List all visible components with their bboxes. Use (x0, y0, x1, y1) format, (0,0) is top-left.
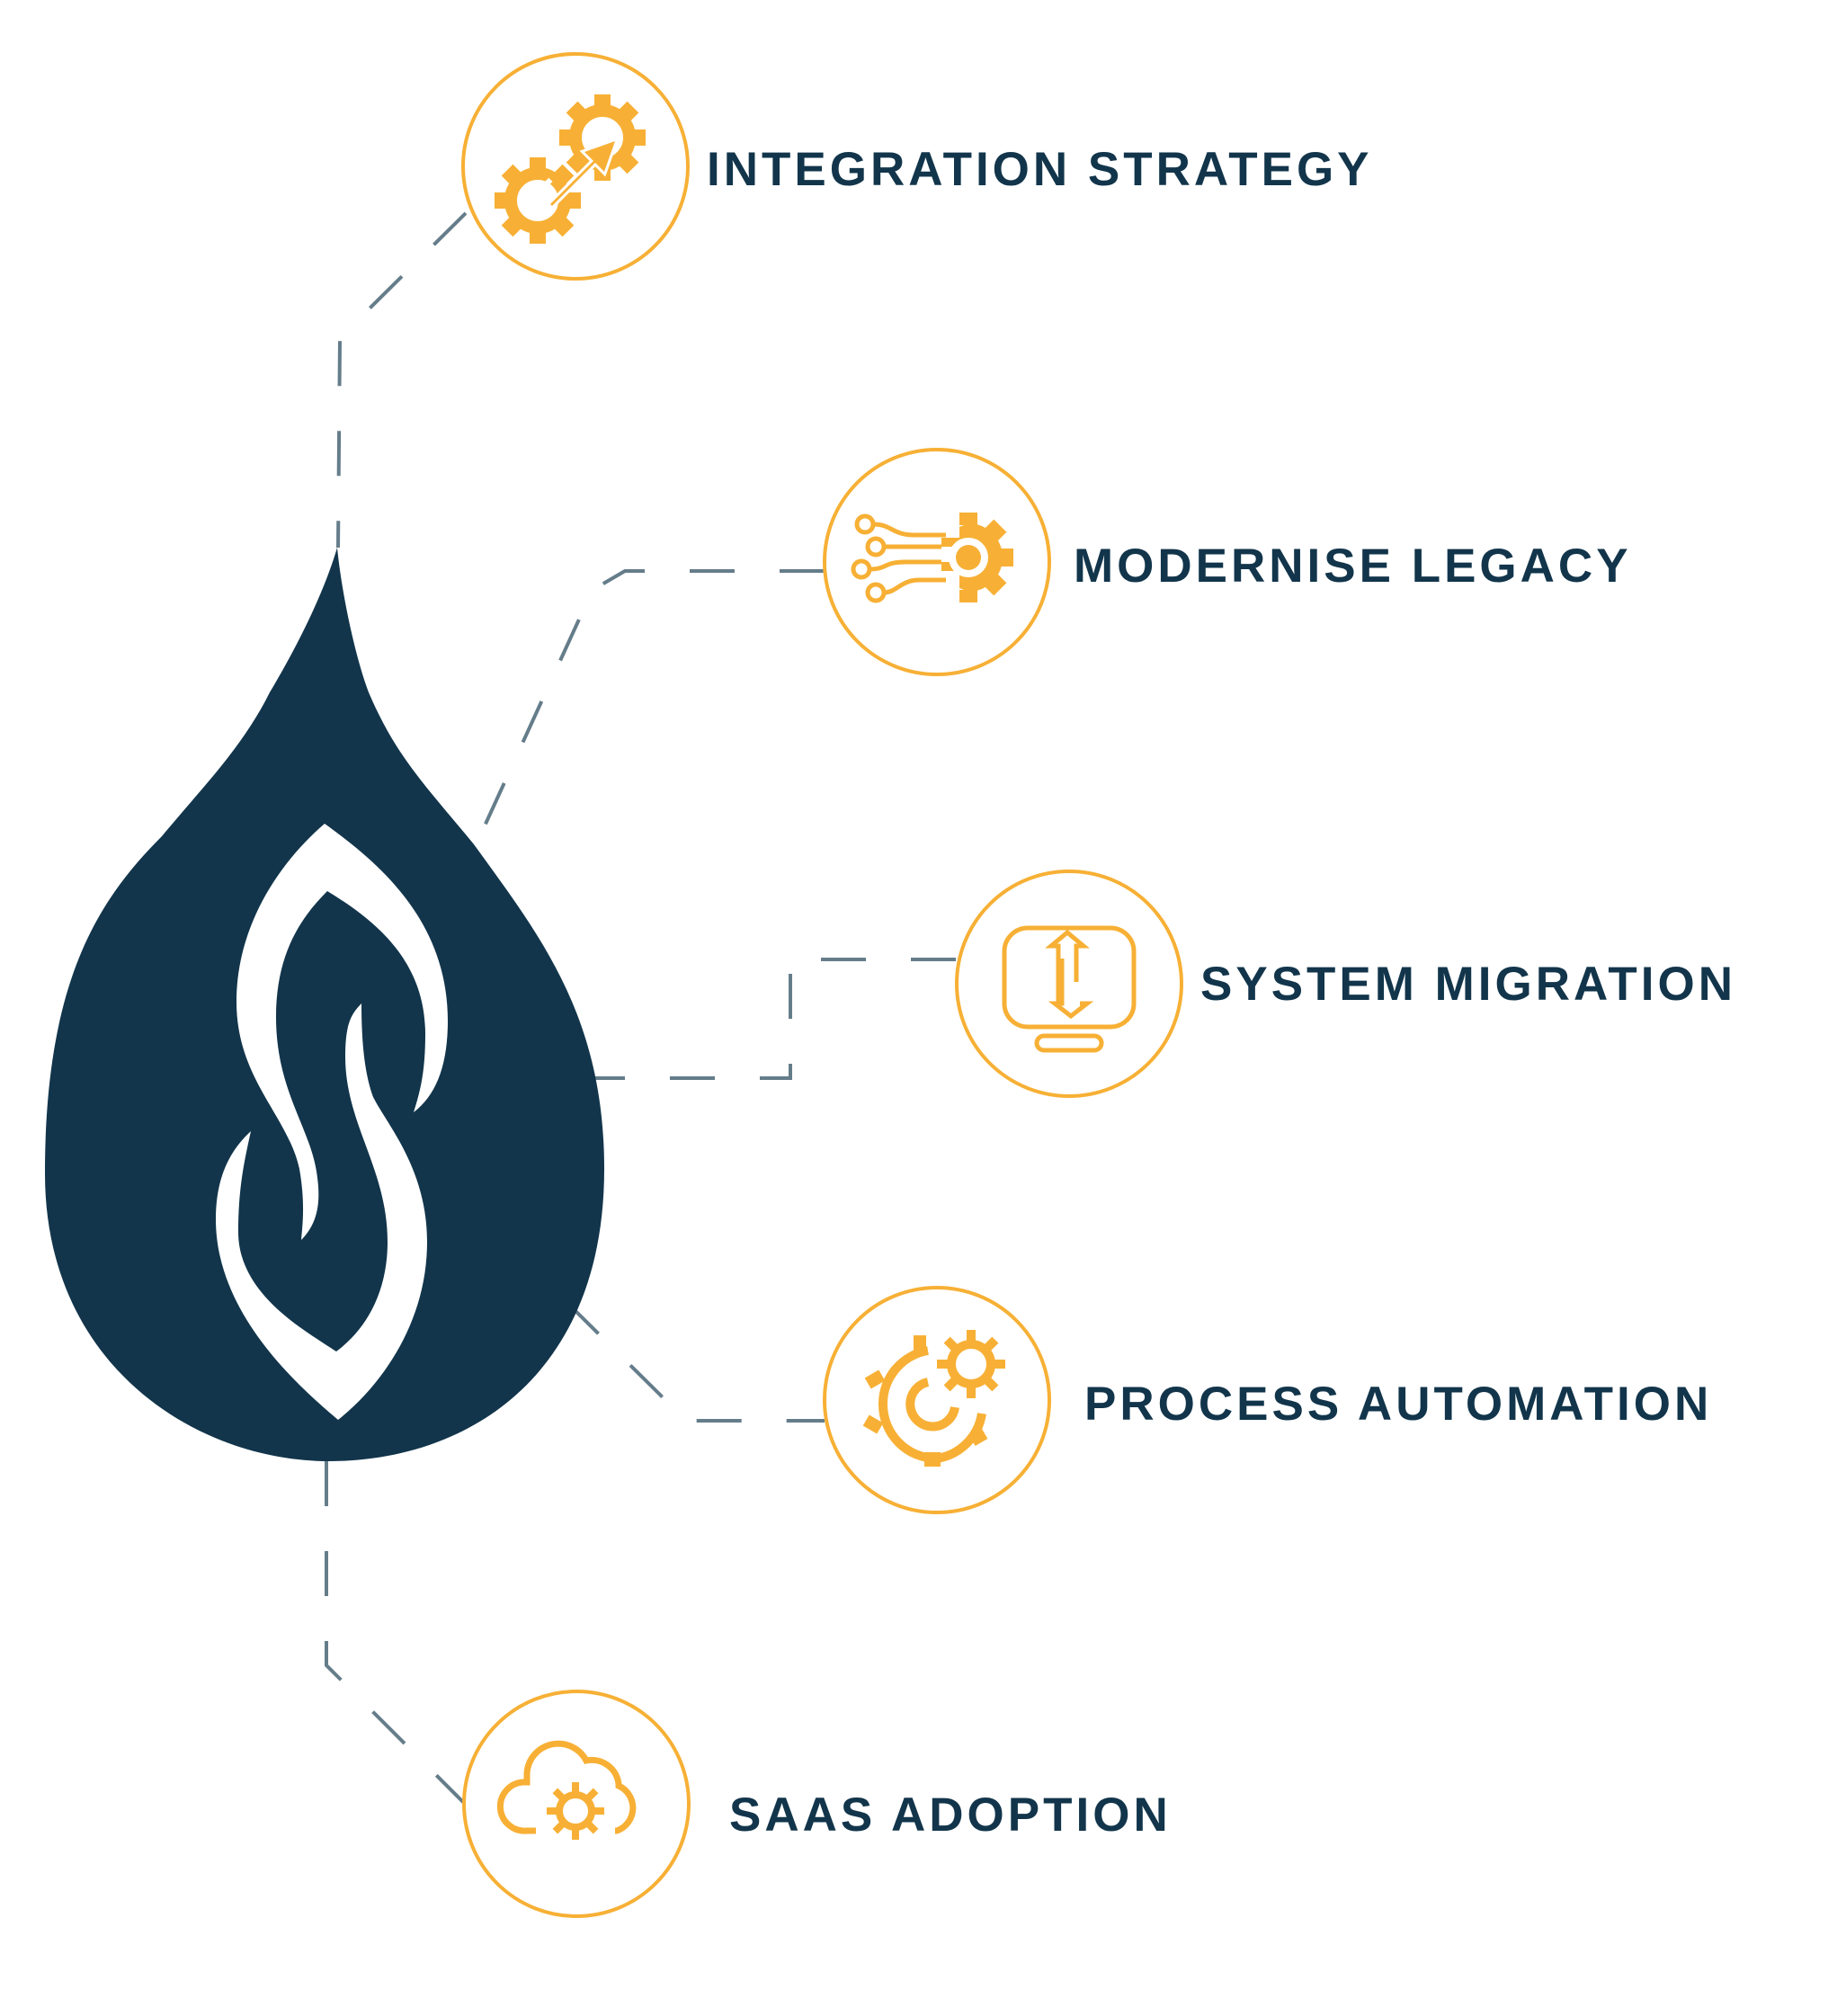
monitor-transfer-icon (1002, 925, 1137, 1053)
service-label-process-automation: PROCESS AUTOMATION (1084, 1378, 1713, 1431)
gears-cycle-icon (862, 1330, 1005, 1467)
connector-modernise-legacy (466, 569, 825, 864)
service-circle-saas-adoption[interactable] (462, 1690, 691, 1918)
service-circle-system-migration[interactable] (955, 870, 1183, 1098)
drop-shape (45, 548, 604, 1461)
service-label-system-migration: SYSTEM MIGRATION (1200, 958, 1736, 1011)
gears-arrow-icon (495, 94, 646, 244)
connector-integration-strategy (336, 211, 468, 549)
logo-s-mark (216, 824, 448, 1420)
service-circle-modernise-legacy[interactable] (823, 448, 1051, 676)
service-circle-process-automation[interactable] (823, 1286, 1051, 1514)
drop-logo (45, 548, 604, 1461)
connector-saas-adoption (325, 1461, 466, 1805)
connectors (325, 211, 956, 1805)
circuit-gear-icon (851, 513, 1013, 603)
connector-process-automation (565, 1300, 825, 1423)
service-circles (461, 52, 1183, 1918)
cloud-gear-icon (496, 1740, 637, 1840)
connector-system-migration (589, 958, 956, 1080)
service-label-modernise-legacy: MODERNISE LEGACY (1074, 540, 1632, 593)
service-circle-integration-strategy[interactable] (461, 52, 690, 281)
service-label-integration-strategy: INTEGRATION STRATEGY (707, 143, 1373, 196)
service-label-saas-adoption: SAAS ADOPTION (729, 1789, 1172, 1842)
